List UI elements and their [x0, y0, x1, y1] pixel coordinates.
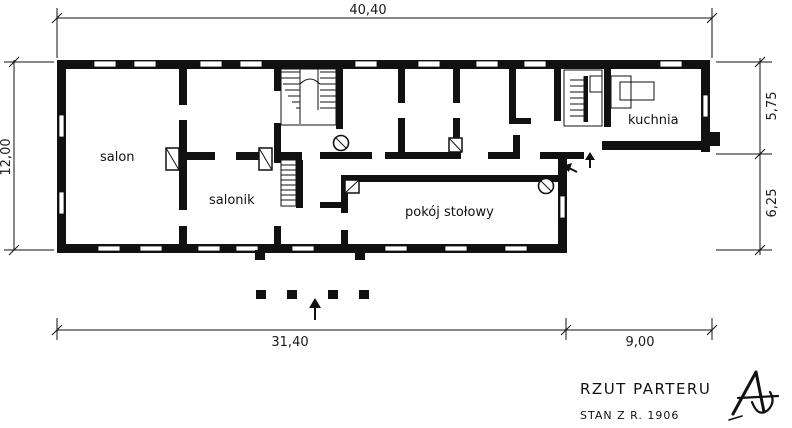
dimension-lines — [4, 8, 772, 340]
main-staircase — [280, 68, 337, 126]
author-monogram — [728, 370, 780, 421]
kitchen-staircase — [563, 69, 603, 127]
plan-title: RZUT PARTERU — [580, 380, 711, 398]
round-stoves — [332, 134, 555, 195]
room-label-dining: pokój stołowy — [405, 205, 494, 220]
side-staircase — [280, 159, 297, 207]
room-label-salon: salon — [100, 150, 135, 165]
kitchen-stove — [610, 75, 655, 109]
interior-walls — [179, 69, 611, 260]
entrance-arrows — [309, 152, 595, 320]
front-pillars — [256, 290, 369, 299]
plan-subtitle: STAN Z R. 1906 — [580, 409, 679, 422]
fireplaces — [165, 137, 463, 194]
room-label-salonik: salonik — [209, 193, 255, 208]
dim-top-total: 40,40 — [349, 3, 386, 18]
dim-right-upper: 5,75 — [765, 92, 780, 121]
dim-left-height: 12,00 — [0, 138, 14, 175]
dim-right-lower: 6,25 — [765, 189, 780, 218]
dim-bottom-left: 31,40 — [271, 335, 308, 350]
room-label-kitchen: kuchnia — [628, 113, 679, 128]
dim-bottom-right: 9,00 — [626, 335, 655, 350]
windows — [58, 60, 709, 252]
